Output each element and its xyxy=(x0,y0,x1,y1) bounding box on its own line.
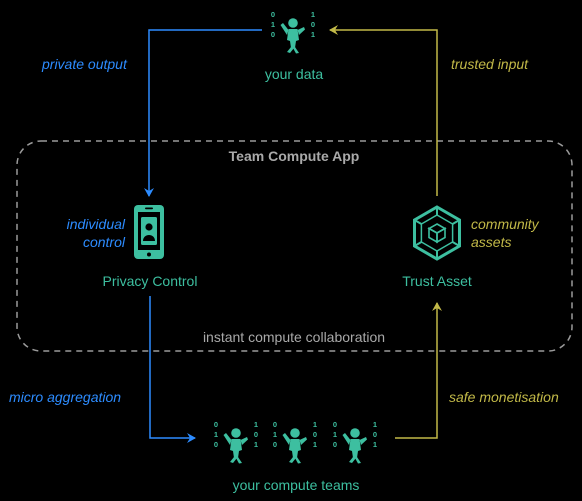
binary-digit: 0 xyxy=(273,440,277,449)
binary-digit: 0 xyxy=(313,430,317,439)
node-label-privacy-control: Privacy Control xyxy=(102,273,198,289)
binary-digit: 0 xyxy=(333,420,337,429)
binary-digit: 0 xyxy=(271,10,275,19)
compute-team-member-icon: 0 1 0 1 0 1 xyxy=(333,420,377,464)
compute-team-member-icon: 0 1 0 1 0 1 xyxy=(214,420,258,464)
binary-digit: 1 xyxy=(311,10,315,19)
binary-digit: 1 xyxy=(313,420,317,429)
binary-digit: 1 xyxy=(373,420,377,429)
group-title: Team Compute App xyxy=(228,148,360,164)
binary-digit: 0 xyxy=(271,30,275,39)
edge-label-safe-monetisation: safe monetisation xyxy=(449,389,559,405)
edge-label-trusted-input: trusted input xyxy=(451,56,529,72)
annotation-assets: assets xyxy=(471,234,512,250)
edge-safe-monetisation xyxy=(395,302,442,439)
binary-digit: 1 xyxy=(333,430,337,439)
binary-digit: 1 xyxy=(311,30,315,39)
edge-trusted-input xyxy=(329,25,438,196)
binary-digit: 1 xyxy=(373,440,377,449)
binary-digit: 1 xyxy=(254,440,258,449)
annotation-control: control xyxy=(82,234,125,250)
node-label-trust-asset: Trust Asset xyxy=(402,273,472,289)
smartphone-user-icon xyxy=(134,205,164,259)
binary-digit: 0 xyxy=(254,430,258,439)
group-footer: instant compute collaboration xyxy=(202,329,386,345)
your-data-icon: 0 1 0 1 0 1 xyxy=(271,10,315,54)
annotation-community: community xyxy=(471,216,539,232)
binary-digit: 0 xyxy=(214,420,218,429)
edge-micro-aggregation xyxy=(149,296,196,443)
edge-private-output xyxy=(144,29,262,197)
binary-digit: 1 xyxy=(254,420,258,429)
binary-digit: 1 xyxy=(214,430,218,439)
compute-team-member-icon: 0 1 0 1 0 1 xyxy=(273,420,317,464)
node-label-your-data: your data xyxy=(264,66,324,82)
binary-digit: 1 xyxy=(273,430,277,439)
cube-hexagon-icon xyxy=(413,205,461,261)
team-compute-app-group xyxy=(16,140,573,352)
edge-label-private-output: private output xyxy=(42,56,127,72)
binary-digit: 0 xyxy=(214,440,218,449)
binary-digit: 0 xyxy=(333,440,337,449)
binary-digit: 0 xyxy=(373,430,377,439)
binary-digit: 0 xyxy=(273,420,277,429)
binary-digit: 0 xyxy=(311,20,315,29)
binary-digit: 1 xyxy=(271,20,275,29)
annotation-individual: individual xyxy=(66,216,125,232)
node-label-compute-teams: your compute teams xyxy=(232,477,360,493)
edge-label-micro-aggregation: micro aggregation xyxy=(9,389,122,405)
binary-digit: 1 xyxy=(313,440,317,449)
